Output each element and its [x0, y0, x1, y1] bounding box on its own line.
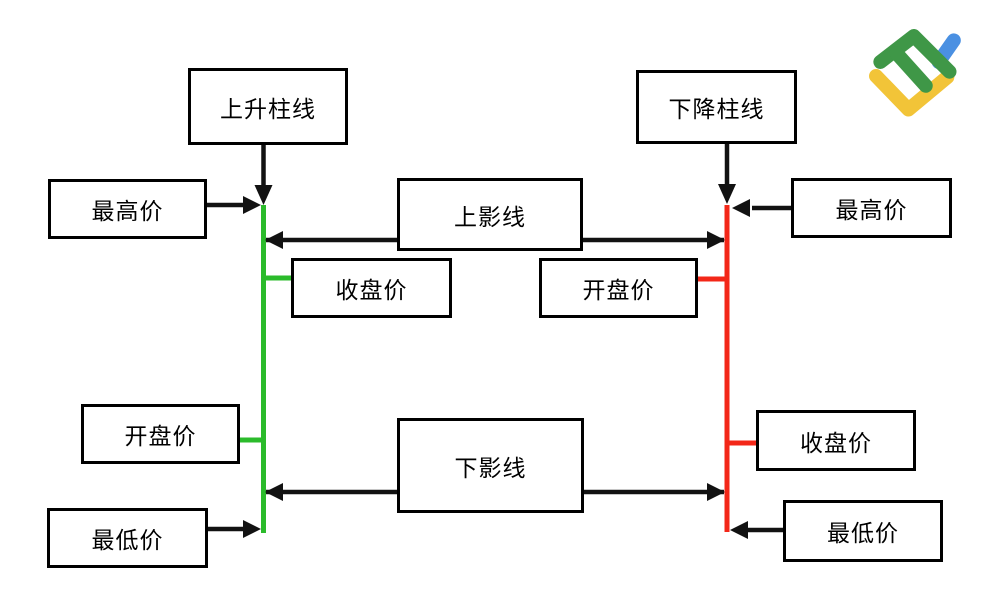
close-upper-left-label: 收盘价 — [335, 277, 408, 303]
low-left-arrowhead-icon — [243, 520, 261, 538]
open-lower-left-label: 开盘价 — [124, 423, 197, 449]
low-left-label: 最低价 — [91, 527, 164, 553]
logo-yellow-check — [869, 68, 955, 117]
label-box-close-upper-left: 收盘价 — [291, 258, 452, 318]
falling-column-arrowhead-icon — [718, 184, 736, 204]
high-right-label: 最高价 — [835, 197, 908, 223]
label-box-close-lower-right: 收盘价 — [756, 410, 916, 471]
upper-shadow-right-arrowhead-icon — [707, 231, 725, 249]
rising-column-label: 上升柱线 — [220, 95, 316, 122]
high-left-label: 最高价 — [91, 198, 164, 224]
high-right-arrowhead-icon — [732, 199, 750, 217]
low-right-arrowhead-icon — [730, 521, 748, 539]
rising-column-arrowhead-icon — [254, 185, 273, 205]
lower-shadow-right-arrowhead-icon — [707, 483, 725, 501]
lower-shadow-label: 下影线 — [454, 454, 527, 481]
arrow-heads — [243, 184, 750, 539]
label-box-upper-shadow: 上影线 — [397, 178, 583, 251]
open-upper-right-label: 开盘价 — [582, 277, 655, 303]
low-right-label: 最低价 — [827, 520, 899, 546]
label-box-rising-column: 上升柱线 — [188, 68, 348, 145]
label-box-open-lower-left: 开盘价 — [81, 404, 240, 464]
label-box-high-right: 最高价 — [791, 178, 952, 238]
label-box-high-left: 最高价 — [48, 179, 207, 239]
lower-shadow-left-arrowhead-icon — [265, 483, 283, 501]
label-box-open-upper-right: 开盘价 — [539, 258, 698, 318]
label-box-lower-shadow: 下影线 — [397, 418, 584, 513]
upper-shadow-label: 上影线 — [454, 203, 526, 230]
close-lower-right-label: 收盘价 — [800, 429, 872, 456]
logo-green-diagonal — [889, 46, 933, 93]
label-box-falling-column: 下降柱线 — [636, 70, 797, 144]
falling-column-label: 下降柱线 — [668, 96, 765, 122]
high-left-arrowhead-icon — [243, 196, 261, 214]
label-box-low-left: 最低价 — [47, 508, 208, 568]
label-box-low-right: 最低价 — [783, 500, 943, 562]
liteforex-logo-icon — [869, 29, 961, 117]
upper-shadow-left-arrowhead-icon — [265, 231, 283, 249]
